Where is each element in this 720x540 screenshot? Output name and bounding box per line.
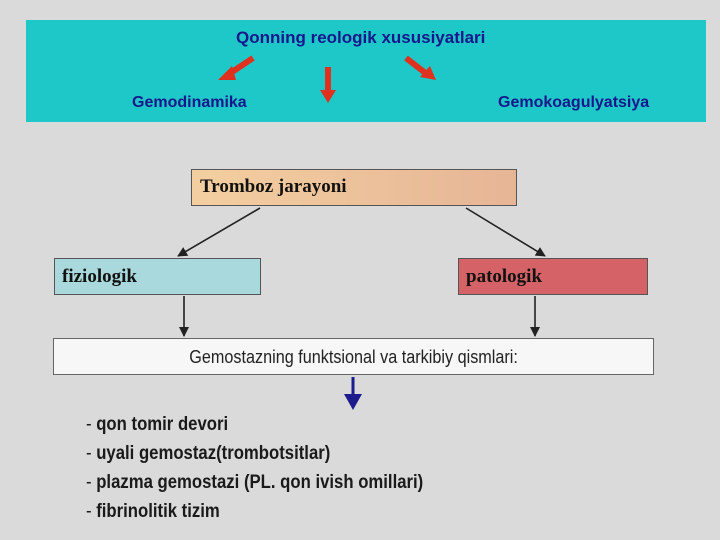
arrow-gemostaz-to-list xyxy=(344,377,362,410)
list-item-text: plazma gemostazi (PL. qon ivish omillari… xyxy=(96,472,424,493)
banner-right-label: Gemokoagulyatsiya xyxy=(498,94,650,111)
list-item-text: uyali gemostaz(trombotsitlar) xyxy=(96,443,331,464)
banner-arrow-right xyxy=(404,55,436,80)
gemostaz-label: Gemostazning funktsional va tarkibiy qis… xyxy=(189,347,518,367)
fiziologik-box: fiziologik xyxy=(54,258,261,295)
top-banner xyxy=(26,20,706,122)
arrow-to-fiziologik xyxy=(177,207,261,257)
banner-title: Qonning reologik xususiyatlari xyxy=(236,28,486,47)
list-item: - plazma gemostazi (PL. qon ivish omilla… xyxy=(86,468,423,497)
list-dash: - xyxy=(86,472,92,493)
component-list: - qon tomir devori - uyali gemostaz(trom… xyxy=(86,410,469,526)
list-dash: - xyxy=(86,414,92,435)
banner-left-label: Gemodinamika xyxy=(132,94,247,111)
list-item-text: qon tomir devori xyxy=(96,414,229,435)
list-item: - qon tomir devori xyxy=(86,410,423,439)
list-item-text: fibrinolitik tizim xyxy=(96,501,220,522)
gemostaz-box: Gemostazning funktsional va tarkibiy qis… xyxy=(53,338,654,375)
tromboz-box: Tromboz jarayoni xyxy=(191,169,517,206)
arrow-to-patologik xyxy=(465,207,546,257)
list-dash: - xyxy=(86,443,92,464)
patologik-box: patologik xyxy=(458,258,648,295)
banner-arrow-center xyxy=(320,67,336,103)
list-item: - uyali gemostaz(trombotsitlar) xyxy=(86,439,423,468)
list-item: - fibrinolitik tizim xyxy=(86,497,423,526)
list-dash: - xyxy=(86,501,92,522)
banner-arrow-left xyxy=(218,55,255,80)
